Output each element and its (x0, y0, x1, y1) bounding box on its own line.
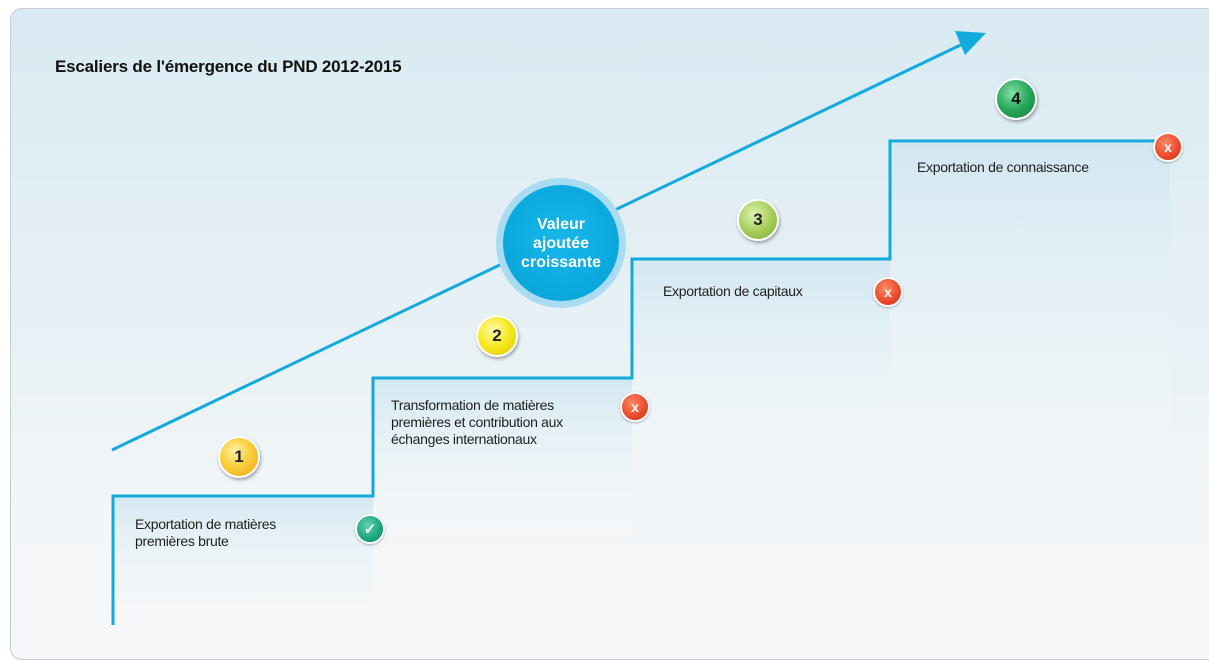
step-2-number-badge: 2 (476, 315, 518, 357)
step-3-number: 3 (753, 210, 763, 229)
step-3-number-badge: 3 (737, 199, 779, 241)
step-1-number: 1 (234, 447, 244, 466)
step-4-number: 4 (1011, 89, 1021, 108)
step-1-label: Exportation de matières premières brute (135, 516, 276, 549)
cross-icon: x (620, 392, 650, 422)
step-2-status: x (631, 399, 639, 415)
diagram-card: Escaliers de l'émergence du PND 2012-201… (10, 8, 1209, 660)
value-added-circle: Valeur ajoutée croissante (503, 185, 619, 301)
step-4-status: x (1164, 139, 1172, 155)
check-icon: ✓ (355, 514, 385, 544)
step-2-number: 2 (492, 326, 502, 345)
step-3-label: Exportation de capitaux (663, 283, 803, 299)
step-panel-3 (632, 259, 890, 469)
step-panel-1 (113, 496, 373, 636)
step-2-label: Transformation de matières premières et … (391, 397, 563, 447)
value-added-label: Valeur ajoutée croissante (520, 215, 602, 271)
cross-icon: x (873, 277, 903, 307)
staircase-line (111, 139, 1171, 625)
diagram-title: Escaliers de l'émergence du PND 2012-201… (55, 57, 402, 76)
stairs-svg (111, 31, 1171, 636)
step-panel-4 (890, 141, 1170, 481)
step-1-number-badge: 1 (218, 436, 260, 478)
step-4-number-badge: 4 (995, 78, 1037, 120)
step-3-status: x (884, 284, 892, 300)
step-4-label: Exportation de connaissance (917, 159, 1089, 175)
step-panel-2 (373, 378, 632, 548)
step-1-status: ✓ (363, 521, 377, 538)
cross-icon: x (1153, 132, 1183, 162)
growth-arrow-head (955, 31, 986, 55)
